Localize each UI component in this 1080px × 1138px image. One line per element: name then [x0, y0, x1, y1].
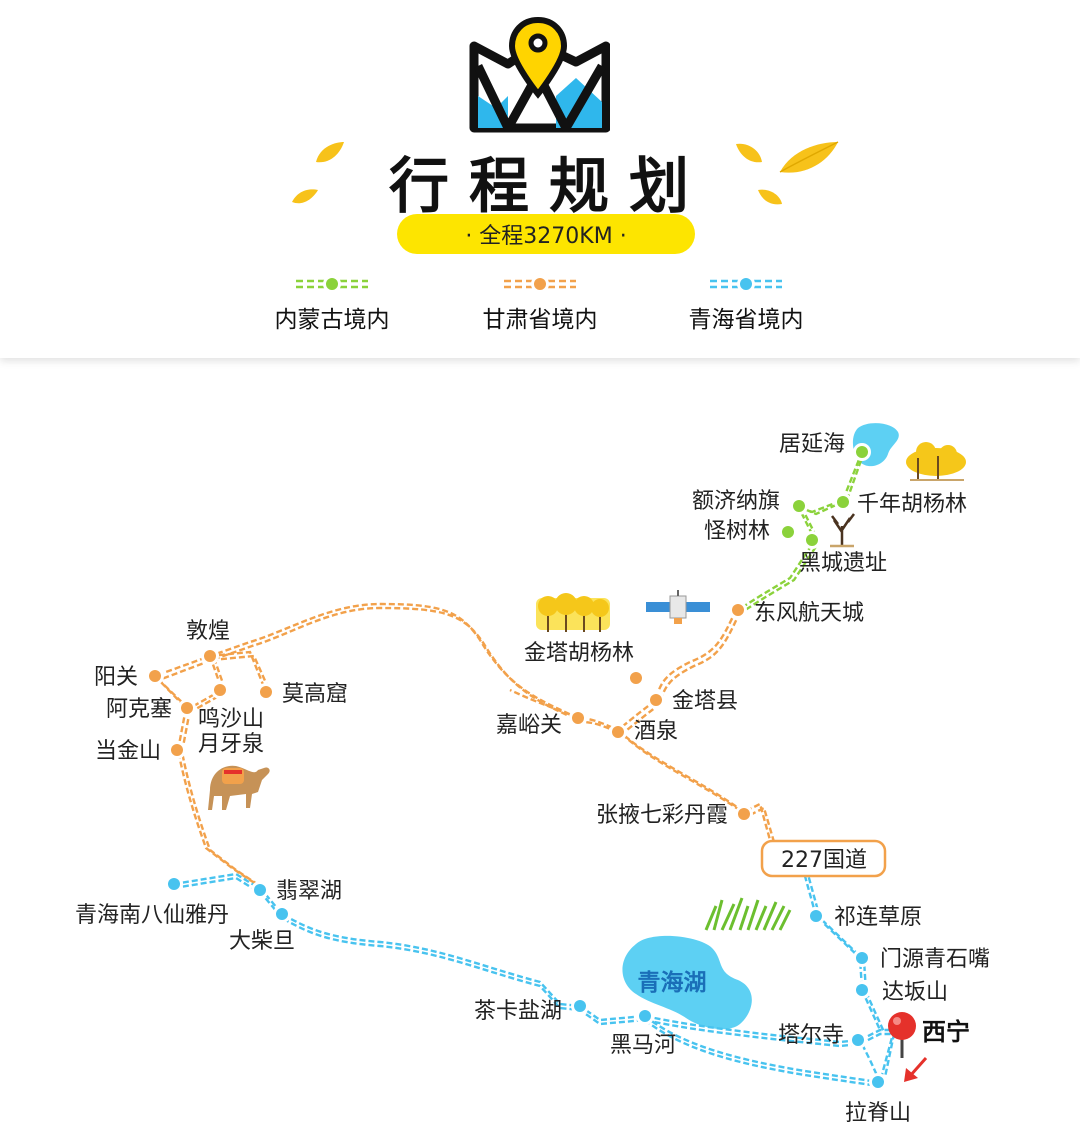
label-dongfeng: 东风航天城: [754, 601, 864, 626]
label-dabanshan: 达坂山: [882, 980, 948, 1005]
label-mingsha-2: 月牙泉: [198, 732, 264, 757]
label-menyuan: 门源青石嘴: [880, 947, 990, 972]
legend-label: 内蒙古境内: [274, 307, 390, 333]
label-mogao: 莫高窟: [282, 682, 348, 707]
legend-label: 甘肃省境内: [482, 307, 598, 333]
label-yangguan: 阳关: [94, 665, 138, 690]
stop-markers: [146, 443, 887, 1091]
leaf-icon: [292, 189, 318, 204]
leaf-icon: [736, 143, 762, 163]
header: 行程规划 · 全程3270KM · 内蒙古境内 甘肃省境内: [0, 0, 1080, 358]
road-227-label: 227国道: [781, 848, 867, 873]
legend-gansu: 甘肃省境内: [440, 272, 640, 334]
label-heicheng: 黑城遗址: [799, 551, 887, 576]
route-map: 227国道 居延海 额济纳旗 千年胡杨林 怪树林 黑城遗址 东风航天城 金塔胡杨…: [75, 423, 990, 1126]
red-pin-icon: [888, 1012, 916, 1058]
legend-blue-marker: [710, 275, 782, 293]
leaf-icon: [316, 142, 344, 163]
label-jintaxian: 金塔县: [672, 689, 738, 714]
label-chaka: 茶卡盐湖: [474, 999, 562, 1024]
legend-green-marker: [296, 275, 368, 293]
poplar-tree-icon: [536, 593, 610, 632]
legend-inner-mongolia: 内蒙古境内: [232, 272, 432, 334]
label-qilian: 祁连草原: [834, 905, 922, 930]
label-jiayuguan: 嘉峪关: [496, 713, 562, 738]
camel-icon: [208, 765, 270, 810]
map-pin-logo-icon: [469, 16, 610, 133]
grass-icon: [704, 897, 792, 931]
satellite-icon: [646, 590, 710, 624]
label-juyanhai: 居延海: [779, 432, 845, 457]
legend-orange-marker: [504, 275, 576, 293]
label-heimahe: 黑马河: [610, 1033, 676, 1058]
qinghai-lake: [622, 935, 752, 1030]
label-feicuihu: 翡翠湖: [276, 879, 342, 904]
label-qiannian: 千年胡杨林: [857, 492, 967, 517]
label-xining: 西宁: [922, 1018, 970, 1046]
legend-qinghai: 青海省境内: [646, 272, 846, 334]
label-jiuquan: 酒泉: [634, 719, 678, 744]
leaf-icon: [758, 189, 782, 205]
label-dachaidan: 大柴旦: [229, 929, 295, 954]
leaf-icon: [779, 141, 839, 173]
label-baxian: 青海南八仙雅丹: [75, 903, 229, 928]
distance-badge: · 全程3270KM ·: [397, 214, 695, 254]
label-akesai: 阿克塞: [106, 697, 172, 722]
label-taer: 塔尔寺: [778, 1023, 844, 1048]
poplar-tree-icon: [906, 442, 966, 481]
label-jinta-huyang: 金塔胡杨林: [524, 641, 634, 666]
arrow-icon: [904, 1057, 928, 1082]
road-227-badge: [760, 839, 887, 878]
label-lajishan: 拉脊山: [845, 1101, 911, 1126]
dead-tree-icon: [830, 513, 855, 548]
label-guaishulin: 怪树林: [704, 519, 770, 544]
legend-label: 青海省境内: [688, 307, 804, 333]
page-title: 行程规划: [389, 152, 709, 222]
label-dangjinshan: 当金山: [95, 739, 161, 764]
label-mingsha-1: 鸣沙山: [198, 707, 264, 732]
label-zhangye: 张掖七彩丹霞: [596, 803, 728, 828]
label-dunhuang: 敦煌: [186, 619, 230, 644]
label-qinghaihu: 青海湖: [638, 969, 707, 996]
label-ejina: 额济纳旗: [692, 489, 780, 514]
